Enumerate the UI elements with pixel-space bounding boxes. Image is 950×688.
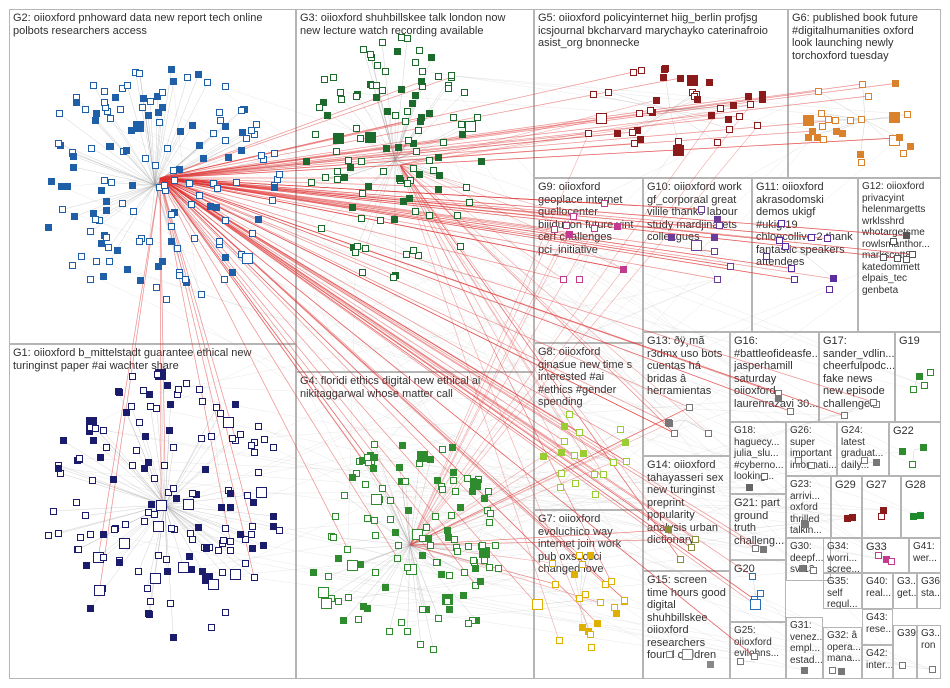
group-label: G14: oiioxford tahayasseri sex new turin… bbox=[647, 459, 724, 546]
group-label: G20 bbox=[734, 563, 755, 575]
group-label: G12: oiioxford privacyint helenmargetts … bbox=[862, 181, 930, 296]
group-panel-g12[interactable]: G12: oiioxford privacyint helenmargetts … bbox=[858, 178, 941, 332]
group-label: G32: â opera... mana... bbox=[827, 630, 861, 664]
group-label: G42: inter... bbox=[866, 648, 893, 671]
group-label: G19 bbox=[899, 335, 920, 347]
group-label: G3... ron bbox=[921, 628, 941, 651]
group-panel-g18[interactable]: G18: haguecy... julia_slu... #cyberno...… bbox=[730, 422, 786, 494]
group-label: G41: wer... bbox=[913, 541, 937, 564]
group-label: G7: oiioxford evoluchico way internet jo… bbox=[538, 513, 622, 575]
group-label: G11: oiioxford akrasodomski demos ukigf … bbox=[756, 181, 853, 268]
group-label: G5: oiioxford policyinternet hiig_berlin… bbox=[538, 12, 768, 49]
group-panel-g11[interactable]: G11: oiioxford akrasodomski demos ukigf … bbox=[752, 178, 858, 332]
group-panel-g16[interactable]: G16: #battleofideasfe... jasperhamill sa… bbox=[730, 332, 819, 422]
group-label: G16: #battleofideasfe... jasperhamill sa… bbox=[734, 335, 819, 410]
group-label: G23: arrivi... oxford thrilled talkin... bbox=[790, 479, 822, 536]
group-panel-g32[interactable]: G32: â opera... mana... bbox=[823, 627, 862, 679]
group-panel-g25[interactable]: G25: oiioxford evilohns... bbox=[730, 622, 786, 679]
group-label: G10: oiioxford work gf_corporaal great v… bbox=[647, 181, 742, 243]
group-label: G13: ðÿ¸mã r3dmx uso bots cuentas há bri… bbox=[647, 335, 723, 397]
group-panel-g21[interactable]: G21: part ground truth challeng... bbox=[730, 494, 786, 560]
group-label: G15: screen time hours good digital shuh… bbox=[647, 574, 726, 661]
group-panel-g3[interactable]: G3: oiioxford shuhbillskee talk london n… bbox=[296, 9, 534, 372]
group-panel-g14[interactable]: G14: oiioxford tahayasseri sex new turin… bbox=[643, 456, 730, 571]
group-label: G28 bbox=[905, 479, 926, 491]
group-panel-g13[interactable]: G13: ðÿ¸mã r3dmx uso bots cuentas há bri… bbox=[643, 332, 730, 456]
group-label: G17: sander_vdlin... cheerfulpodc... fak… bbox=[823, 335, 895, 410]
group-panel-g34[interactable]: G34: worri... scree... bbox=[823, 538, 862, 573]
group-label: G29 bbox=[835, 479, 856, 491]
group-label: G4: floridi ethics digital new ethical a… bbox=[300, 375, 481, 400]
group-panel-g19[interactable]: G19 bbox=[895, 332, 941, 422]
group-panel-g8[interactable]: G8: oiioxford ginasue new time s interes… bbox=[534, 343, 643, 510]
group-panel-g39[interactable]: G39 bbox=[893, 625, 917, 679]
group-label: G9: oiioxford geoplace internet quelloce… bbox=[538, 181, 634, 256]
group-label: G21: part ground truth challeng... bbox=[734, 497, 785, 547]
group-panel-g5[interactable]: G5: oiioxford policyinternet hiig_berlin… bbox=[534, 9, 788, 178]
group-label: G30: deepf... svr13 bbox=[790, 541, 824, 575]
group-panel-g33[interactable]: G33 bbox=[862, 538, 909, 573]
group-panel-g24[interactable]: G24: latest graduat... daily... bbox=[837, 422, 889, 476]
group-panel-g35[interactable]: G35: self regul... bbox=[823, 573, 862, 609]
group-label: G26: super important informati... bbox=[790, 425, 837, 471]
group-panel-g27[interactable]: G27 bbox=[862, 476, 901, 538]
group-panel-g20[interactable]: G20 bbox=[730, 560, 786, 622]
group-panel-g26[interactable]: G26: super important informati... bbox=[786, 422, 837, 476]
group-label: G27 bbox=[866, 479, 887, 491]
group-panel-g2[interactable]: G2: oiioxford pnhoward data new report t… bbox=[9, 9, 296, 344]
group-panel-g37[interactable]: G3... get... bbox=[893, 573, 917, 609]
group-label: G25: oiioxford evilohns... bbox=[734, 625, 780, 659]
group-label: G40: real... bbox=[866, 576, 892, 599]
group-panel-g22[interactable]: G22 bbox=[889, 422, 941, 476]
group-label: G43: rese... bbox=[866, 612, 893, 635]
group-panel-g36[interactable]: G36 sta... bbox=[917, 573, 941, 609]
group-panel-g17[interactable]: G17: sander_vdlin... cheerfulpodc... fak… bbox=[819, 332, 895, 422]
group-panel-g1[interactable]: G1: oiioxford b_mittelstadt guarantee et… bbox=[9, 344, 296, 679]
group-label: G31: venez... empl... estad... bbox=[790, 620, 823, 666]
group-label: G33 bbox=[866, 541, 887, 553]
group-panel-g15[interactable]: G15: screen time hours good digital shuh… bbox=[643, 571, 730, 679]
group-label: G24: latest graduat... daily... bbox=[841, 425, 884, 471]
group-label: G18: haguecy... julia_slu... #cyberno...… bbox=[734, 425, 784, 482]
group-label: G34: worri... scree... bbox=[827, 541, 860, 573]
group-panel-g4[interactable]: G4: floridi ethics digital new ethical a… bbox=[296, 372, 534, 679]
group-label: G2: oiioxford pnhoward data new report t… bbox=[13, 12, 263, 37]
group-label: G36 sta... bbox=[921, 576, 941, 599]
group-label: G3: oiioxford shuhbillskee talk london n… bbox=[300, 12, 506, 37]
group-panel-g29[interactable]: G29 bbox=[831, 476, 862, 538]
group-panel-g23[interactable]: G23: arrivi... oxford thrilled talkin... bbox=[786, 476, 831, 538]
group-label: G35: self regul... bbox=[827, 576, 858, 609]
group-label: G22 bbox=[893, 425, 914, 437]
group-panel-g42[interactable]: G42: inter... bbox=[862, 645, 893, 679]
group-panel-g40[interactable]: G40: real... bbox=[862, 573, 893, 609]
group-panel-g43[interactable]: G43: rese... bbox=[862, 609, 893, 645]
group-panel-g7[interactable]: G7: oiioxford evoluchico way internet jo… bbox=[534, 510, 643, 679]
group-panel-g31[interactable]: G31: venez... empl... estad... bbox=[786, 617, 823, 679]
group-panel-g10[interactable]: G10: oiioxford work gf_corporaal great v… bbox=[643, 178, 752, 332]
group-panel-g38[interactable]: G3... ron bbox=[917, 625, 941, 679]
group-label: G8: oiioxford ginasue new time s interes… bbox=[538, 346, 633, 408]
group-panel-g41[interactable]: G41: wer... bbox=[909, 538, 941, 573]
group-panel-g9[interactable]: G9: oiioxford geoplace internet quelloce… bbox=[534, 178, 643, 343]
group-label: G39 bbox=[897, 628, 916, 639]
group-panel-g28[interactable]: G28 bbox=[901, 476, 941, 538]
group-label: G1: oiioxford b_mittelstadt guarantee et… bbox=[13, 347, 252, 372]
group-label: G6: published book future #digitalhumani… bbox=[792, 12, 918, 62]
group-label: G3... get... bbox=[897, 576, 917, 599]
group-panel-g6[interactable]: G6: published book future #digitalhumani… bbox=[788, 9, 941, 178]
